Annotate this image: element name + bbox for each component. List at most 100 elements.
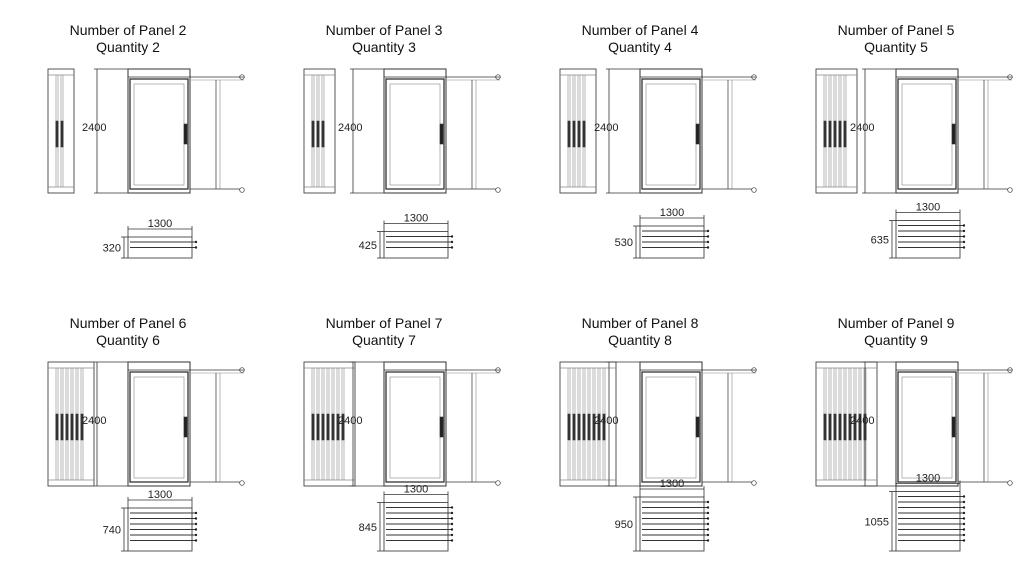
plan-panel-end: [450, 246, 454, 249]
stacked-panel-handle: [828, 413, 832, 441]
plan-panel-end: [706, 517, 710, 520]
plan-panel-end: [450, 533, 454, 537]
stack-outline: [559, 361, 617, 487]
plan-panel-end: [706, 246, 710, 249]
height-dimension-label: 2400: [82, 415, 106, 427]
stacked-panel-handle: [592, 413, 596, 441]
door-frame-inner: [897, 78, 957, 190]
plan-panel-end: [962, 500, 966, 504]
door-handle: [439, 123, 444, 145]
track-roller: [239, 187, 245, 193]
glass-pane: [645, 376, 697, 479]
plan-panel-end: [706, 528, 710, 531]
glass-pane: [901, 83, 953, 186]
plan-panel-end: [962, 533, 966, 537]
width-dimension-label: 1300: [148, 218, 172, 230]
stacked-panel-handle: [823, 413, 827, 441]
plan-panel-end: [450, 506, 454, 509]
track-roller: [495, 367, 501, 373]
plan-panel-end: [706, 506, 710, 509]
plan-panel-end: [194, 539, 198, 542]
door-frame: [895, 68, 959, 194]
plan-panel-end: [706, 229, 710, 233]
panel-count-title: Number of Panel 2: [69, 22, 187, 38]
plan-panel-end: [706, 500, 710, 504]
plan-outline: [895, 491, 961, 552]
plan-panel-end: [450, 240, 454, 244]
glass-pane: [389, 83, 441, 186]
plan-panel-end: [194, 246, 198, 249]
plan-panel-end: [706, 240, 710, 244]
quantity-title: Quantity 6: [96, 332, 160, 348]
door-handle: [695, 123, 700, 145]
stack-outline: [815, 68, 858, 194]
door-frame-inner: [129, 78, 189, 190]
plan-panel-end: [194, 240, 198, 244]
depth-dimension-label: 1055: [865, 516, 889, 528]
track-roller: [239, 367, 245, 373]
stacked-panel-handle: [828, 120, 832, 148]
stack-outline: [815, 361, 878, 487]
track-roller: [1007, 187, 1013, 193]
stacked-panel-handle: [572, 413, 576, 441]
stacked-panel-handle: [848, 413, 852, 441]
track-roller: [1007, 367, 1013, 373]
plan-panel-end: [706, 539, 710, 542]
door-frame-inner: [385, 371, 445, 483]
glass-pane: [133, 83, 185, 186]
depth-dimension-label: 635: [871, 234, 889, 246]
stacked-panel-handle: [597, 413, 601, 441]
door-frame-inner: [641, 371, 701, 483]
stacked-panel-handle: [316, 413, 320, 441]
quantity-title: Quantity 5: [864, 39, 928, 55]
door-frame-inner: [641, 78, 701, 190]
track-roller: [495, 74, 501, 80]
stack-outline: [303, 361, 356, 487]
plan-panel-end: [962, 495, 966, 498]
stacked-panel-handle: [55, 413, 59, 441]
track-roller: [239, 480, 245, 486]
width-dimension-label: 1300: [916, 473, 940, 485]
stacked-panel-handle: [65, 413, 69, 441]
panel-count-title: Number of Panel 7: [325, 315, 443, 331]
quantity-title: Quantity 4: [608, 39, 672, 55]
stacked-panel-handle: [75, 413, 79, 441]
door-handle: [439, 416, 444, 438]
height-dimension-label: 2400: [338, 122, 362, 134]
door-frame: [639, 68, 703, 194]
stacked-panel-handle: [853, 413, 857, 441]
stacked-panel-handle: [331, 413, 335, 441]
width-dimension-label: 1300: [404, 213, 428, 225]
stacked-panel-handle: [577, 120, 581, 148]
plan-panel-end: [450, 522, 454, 526]
glass-pane: [645, 83, 697, 186]
track-roller: [1007, 480, 1013, 486]
plan-panel-end: [962, 511, 966, 515]
stacked-panel-handle: [577, 413, 581, 441]
height-dimension-label: 2400: [850, 415, 874, 427]
panel-count-title: Number of Panel 9: [837, 315, 955, 331]
plan-panel-end: [962, 224, 966, 227]
quantity-title: Quantity 2: [96, 39, 160, 55]
plan-panel-end: [706, 533, 710, 537]
quantity-title: Quantity 9: [864, 332, 928, 348]
track-roller: [1007, 74, 1013, 80]
width-dimension-label: 1300: [660, 207, 684, 219]
stacked-panel-handle: [341, 413, 345, 441]
plan-panel-end: [962, 539, 966, 542]
plan-panel-end: [962, 229, 966, 233]
panel-count-title: Number of Panel 6: [69, 315, 187, 331]
track-roller: [495, 480, 501, 486]
plan-panel-end: [962, 235, 966, 238]
width-dimension-label: 1300: [660, 478, 684, 490]
door-handle: [951, 123, 956, 145]
glass-pane: [389, 376, 441, 479]
door-frame: [895, 361, 959, 487]
plan-panel-end: [450, 528, 454, 531]
plan-panel-end: [450, 539, 454, 542]
